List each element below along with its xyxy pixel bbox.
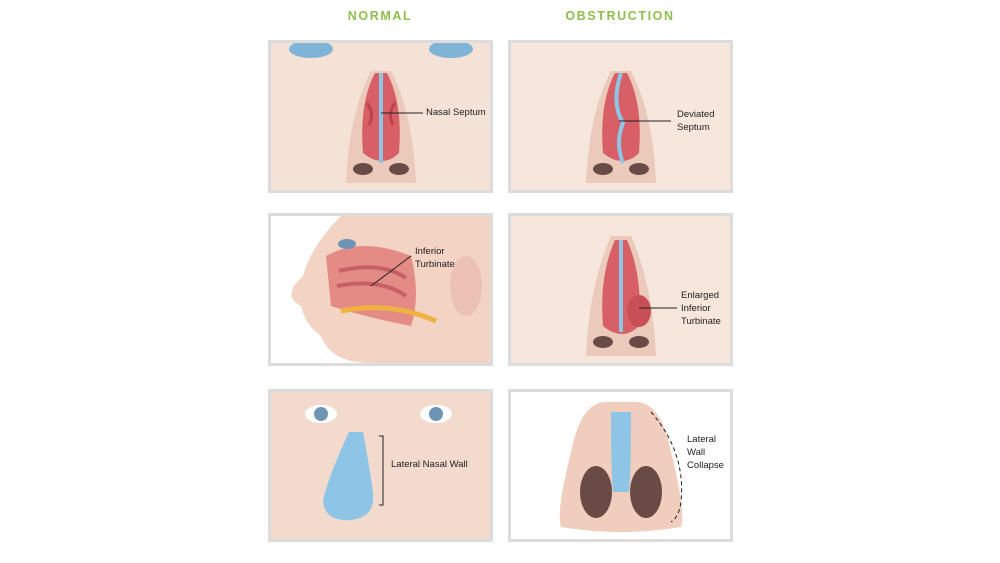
panel-enlarged-turbinate: Enlarged Inferior Turbinate [508,213,733,366]
label-deviated-septum: Septum [677,122,710,133]
lateral-wall-illustration [271,392,490,539]
normal-septum-illustration [271,43,490,190]
panel-wall-collapse: Lateral Wall Collapse [508,389,733,542]
label-enlarged: Enlarged [681,290,720,301]
panel-deviated-septum: Deviated Septum [508,40,733,193]
enlarged-turbinate-illustration [511,216,730,363]
label-inferior-2: Inferior [681,303,711,314]
deviated-septum-illustration [511,43,730,190]
label-turbinate-2: Turbinate [681,316,721,327]
column-heading-normal: NORMAL [347,9,413,23]
label-nasal-septum: Nasal Septum [426,107,486,118]
label-lateral-nasal-wall: Lateral Nasal Wall [391,459,468,470]
label-wall: Wall [687,447,706,458]
label-deviated: Deviated [677,109,715,120]
side-profile-illustration [271,216,490,363]
panel-lateral-wall: Lateral Nasal Wall [268,389,493,542]
label-inferior: Inferior [415,246,445,257]
panel-normal-turbinate: Inferior Turbinate [268,213,493,366]
label-turbinate: Turbinate [415,259,455,270]
label-collapse: Collapse [687,460,724,471]
wall-collapse-illustration [511,392,730,539]
panel-normal-septum: Nasal Septum [268,40,493,193]
label-lateral: Lateral [687,434,717,445]
column-heading-obstruction: OBSTRUCTION [565,9,675,23]
